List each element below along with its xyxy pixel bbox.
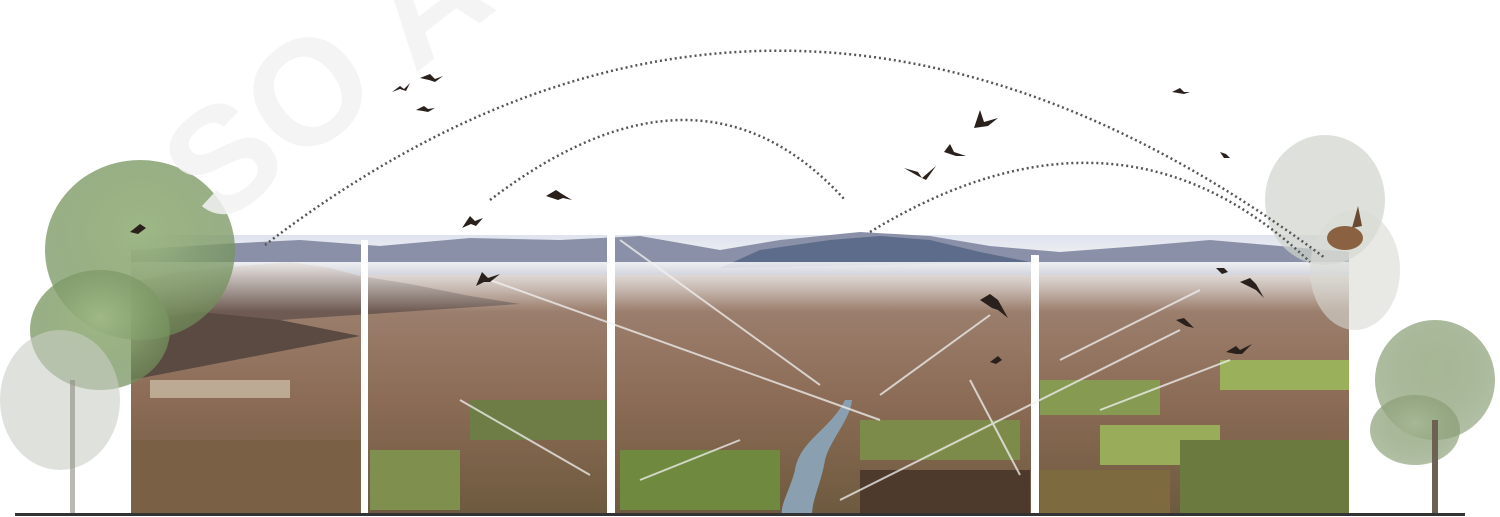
connector-lines [459, 239, 1231, 501]
bird-icon [462, 216, 483, 228]
bird-icon [1172, 88, 1190, 94]
perched-bird-icon [1327, 206, 1363, 250]
flight-arc [869, 161, 1311, 263]
bird-icon [476, 272, 500, 286]
bird-icon [1176, 318, 1194, 328]
baseline [15, 513, 1465, 516]
flight-arc [489, 118, 846, 201]
bird-icon [1240, 278, 1264, 298]
bird-icon [546, 190, 572, 200]
valley-photo [131, 232, 1349, 515]
bird-icon [1220, 152, 1230, 158]
bird-icon [420, 74, 443, 82]
panel-divider [607, 234, 615, 515]
birds [130, 74, 1264, 364]
panel-divider [1031, 255, 1039, 515]
bird-icon [944, 144, 966, 156]
bird-icon [980, 294, 1008, 318]
bird-icon [990, 356, 1002, 364]
bird-icon [416, 106, 435, 112]
bird-icon [130, 224, 146, 234]
right-tree [1370, 320, 1495, 515]
bird-icon [904, 166, 936, 180]
flight-arcs [264, 49, 1326, 263]
bird-icon [974, 110, 998, 128]
left-tree [0, 160, 235, 515]
bird-icon [392, 83, 410, 92]
bird-icon [1226, 344, 1252, 354]
panel-divider [361, 240, 368, 515]
bird-icon [1216, 268, 1228, 274]
river [781, 400, 852, 515]
